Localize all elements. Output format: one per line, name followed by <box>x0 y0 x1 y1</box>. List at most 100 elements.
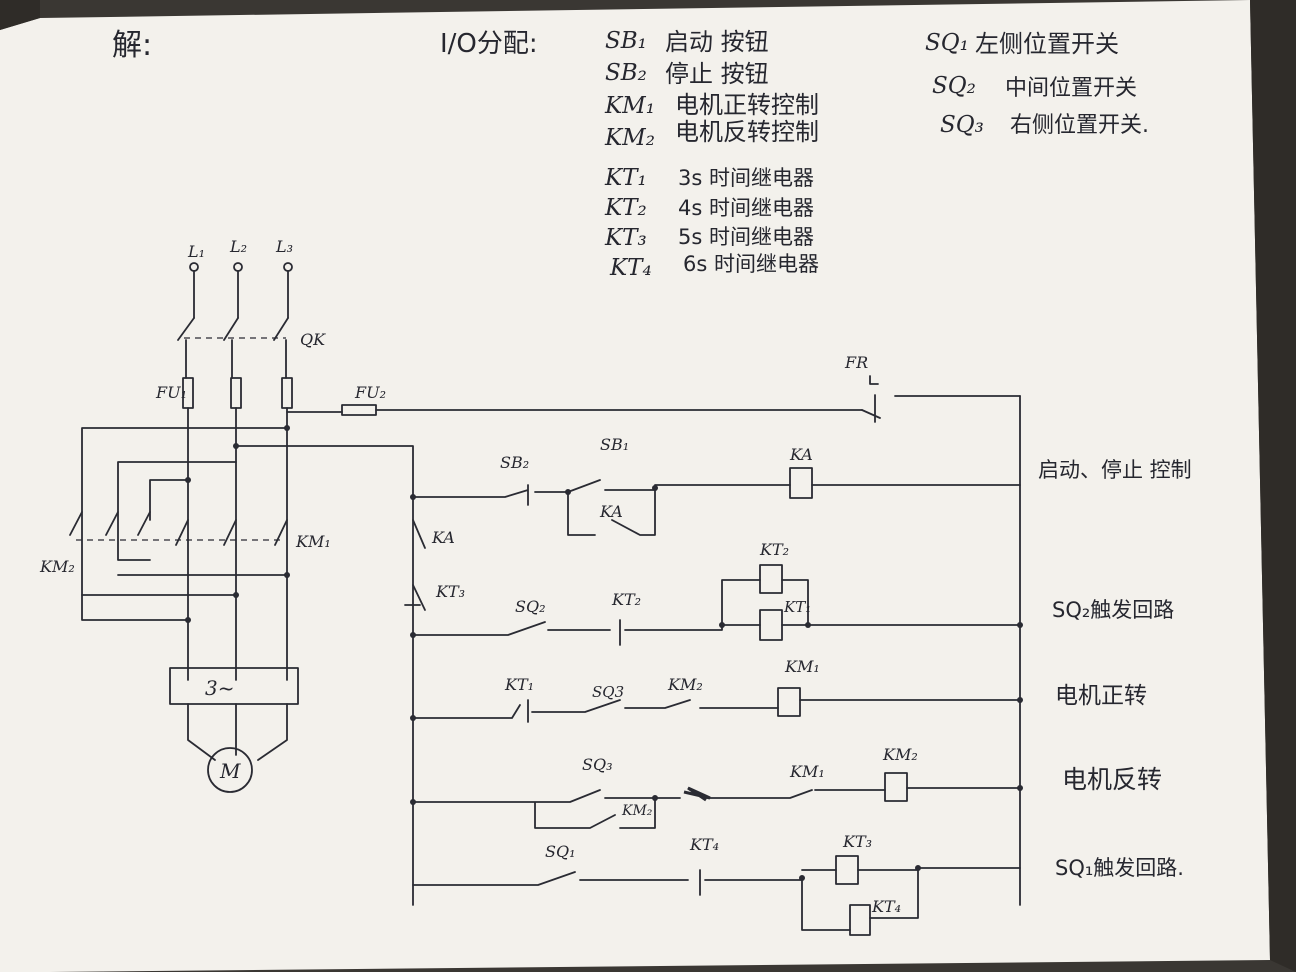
label-sq2-loop: SQ₂触发回路 <box>1052 598 1174 622</box>
junction-dot <box>185 617 191 623</box>
fr-label: FR <box>844 353 868 372</box>
sb1-label: SB₁ <box>600 435 629 454</box>
kt1-contact-label: KT₁ <box>504 675 534 694</box>
phase-label: L₃ <box>275 237 293 256</box>
io-desc: 启动 按钮 <box>665 28 769 56</box>
sq3-label-b: SQ₃ <box>582 755 613 774</box>
sq1-label: SQ₁ <box>545 842 576 861</box>
control-circuit: SB₂ SB₁ KA KA 启动、停止 控制 KA KT₃ SQ₂ KT₂ KT… <box>404 435 1192 936</box>
scribble-mark <box>683 786 711 802</box>
junction-dot <box>185 477 191 483</box>
sb2-label: SB₂ <box>500 453 529 472</box>
km1-coil <box>777 687 801 717</box>
io-code: SB₂ <box>605 60 647 86</box>
motor-label: M <box>219 759 241 783</box>
ka-contact <box>412 519 426 549</box>
io-desc: 停止 按钮 <box>665 60 769 88</box>
km2-feed <box>117 461 237 561</box>
km1-label: KM₁ <box>295 532 331 551</box>
kt3-coil-label: KT₃ <box>842 832 872 851</box>
kt3-contact <box>404 584 426 611</box>
motor <box>207 747 253 793</box>
ka-hold-label: KA <box>599 502 623 521</box>
junction-dot <box>410 632 416 638</box>
row-reverse <box>412 787 1021 829</box>
thermal-relay-box <box>169 667 299 705</box>
table-corner <box>0 0 40 30</box>
junction-dot <box>805 622 811 628</box>
junction-dot <box>233 592 239 598</box>
junction-dot <box>652 795 658 801</box>
header-jie: 解: <box>112 28 152 63</box>
motor-leads <box>187 703 288 761</box>
io-desc: 电机正转控制 <box>675 91 819 119</box>
contactor-poles <box>69 511 288 546</box>
io-code: KT₃ <box>604 225 647 251</box>
junction-dot <box>799 875 805 881</box>
fu1-label: FU₁ <box>155 383 187 402</box>
label-reverse: 电机反转 <box>1062 765 1162 794</box>
io-right-list: SQ₁ 左侧位置开关 SQ₂ 中间位置开关 SQ₃ 右侧位置开关. <box>925 30 1149 138</box>
label-sq1-loop: SQ₁触发回路. <box>1055 856 1184 880</box>
control-feed <box>235 445 414 906</box>
junction-dot <box>410 494 416 500</box>
row-sq1-loop <box>412 867 1021 931</box>
ka-coil <box>789 467 813 499</box>
junction-dot <box>1017 785 1023 791</box>
junction-dot <box>719 622 725 628</box>
paper-sheet <box>0 0 1270 972</box>
fr-contact <box>861 375 1021 423</box>
fuse-fu2 <box>341 404 377 416</box>
junction-dot <box>1017 697 1023 703</box>
io-desc: 6s 时间继电器 <box>683 252 819 276</box>
io-code: KM₁ <box>604 93 655 119</box>
label-forward: 电机正转 <box>1055 683 1147 709</box>
sq2-label: SQ₂ <box>515 597 546 616</box>
io-code: SB₁ <box>605 28 647 54</box>
junction-dot <box>915 865 921 871</box>
junction-dot <box>410 715 416 721</box>
kt3-coil <box>835 855 859 885</box>
phase-label: L₁ <box>187 242 205 261</box>
io-left-list: SB₁ 启动 按钮 SB₂ 停止 按钮 KM₁ 电机正转控制 KM₂ 电机反转控… <box>604 28 819 281</box>
kt3-contact-label: KT₃ <box>435 582 465 601</box>
io-code: KT₂ <box>604 195 647 221</box>
label-start-stop: 启动、停止 控制 <box>1038 458 1192 482</box>
junction-dot <box>652 485 658 491</box>
phase-wires <box>193 270 289 319</box>
fu2-label: FU₂ <box>354 383 386 402</box>
phase-wires <box>185 339 287 379</box>
qk-label: QK <box>300 330 326 349</box>
junction-dot <box>565 489 571 495</box>
km2-nc-label: KM₂ <box>667 675 703 694</box>
ka-coil-label: KA <box>789 445 813 464</box>
io-desc: 中间位置开关 <box>1005 76 1137 101</box>
io-code: SQ₂ <box>932 73 976 99</box>
kt1-coil <box>759 609 783 641</box>
junction-dot <box>410 799 416 805</box>
row-sq2-loop <box>412 579 1021 646</box>
io-code: SQ₁ <box>925 30 969 56</box>
io-desc: 5s 时间继电器 <box>678 225 814 249</box>
io-desc: 4s 时间继电器 <box>678 196 814 220</box>
junction-dot <box>233 443 239 449</box>
phase-bus <box>187 407 288 681</box>
kt4-coil <box>849 904 871 936</box>
io-desc: 3s 时间继电器 <box>678 166 814 190</box>
io-desc: 右侧位置开关. <box>1010 113 1149 138</box>
power-circuit: L₁ L₂ L₃ QK FU₁ KM₁ KM₂ <box>39 237 1021 906</box>
ka-contact-label: KA <box>431 528 455 547</box>
io-desc: 左侧位置开关 <box>975 30 1119 58</box>
kt2-coil <box>759 564 783 594</box>
km1-coil-label: KM₁ <box>784 657 820 676</box>
phase-label: L₂ <box>229 237 247 256</box>
qk-switch <box>177 317 289 341</box>
junction-dot <box>284 572 290 578</box>
kt4-contact-label: KT₄ <box>689 835 719 854</box>
io-code: KT₁ <box>604 165 647 191</box>
kt2-coil-label: KT₂ <box>759 540 789 559</box>
km2-coil-label: KM₂ <box>882 745 918 764</box>
io-desc: 电机反转控制 <box>675 118 819 146</box>
